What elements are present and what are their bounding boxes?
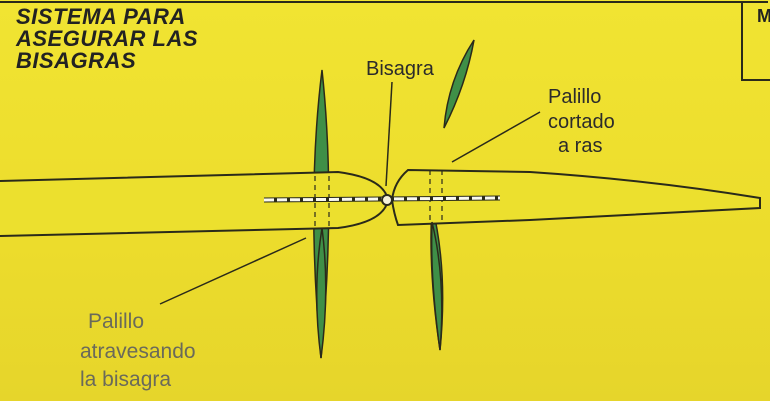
cut-stick-leader-line (451, 111, 541, 163)
cut-stick-label-line-2: cortado (548, 111, 615, 133)
through-stick-leader-line (159, 237, 307, 305)
title-line-1: SISTEMA PARA (16, 4, 186, 29)
hinge-label: Bisagra (366, 58, 434, 80)
through-stick-label-line-1: Palillo (88, 310, 145, 333)
cut-stick-label-line-1: Palillo (548, 86, 602, 108)
edge-mark-text: M (757, 6, 770, 26)
through-stick-label-line-2: atravesando (80, 340, 196, 363)
cut-stick-top-piece (443, 39, 475, 129)
through-stick-lower (316, 227, 327, 359)
corner-box-line (741, 2, 770, 81)
title-line-3: BISAGRAS (16, 48, 137, 73)
hinge-leader-line (385, 81, 393, 187)
left-wing-panel (0, 170, 390, 237)
title-line-2: ASEGURAR LAS (16, 26, 199, 51)
cut-stick-lower-visible (430, 221, 443, 351)
through-stick-label-line-3: la bisagra (80, 368, 172, 391)
cut-stick-label-line-3: a ras (558, 135, 603, 157)
hinge-pivot (381, 194, 393, 206)
diagram-title: SISTEMA PARA ASEGURAR LAS BISAGRAS (16, 6, 198, 72)
